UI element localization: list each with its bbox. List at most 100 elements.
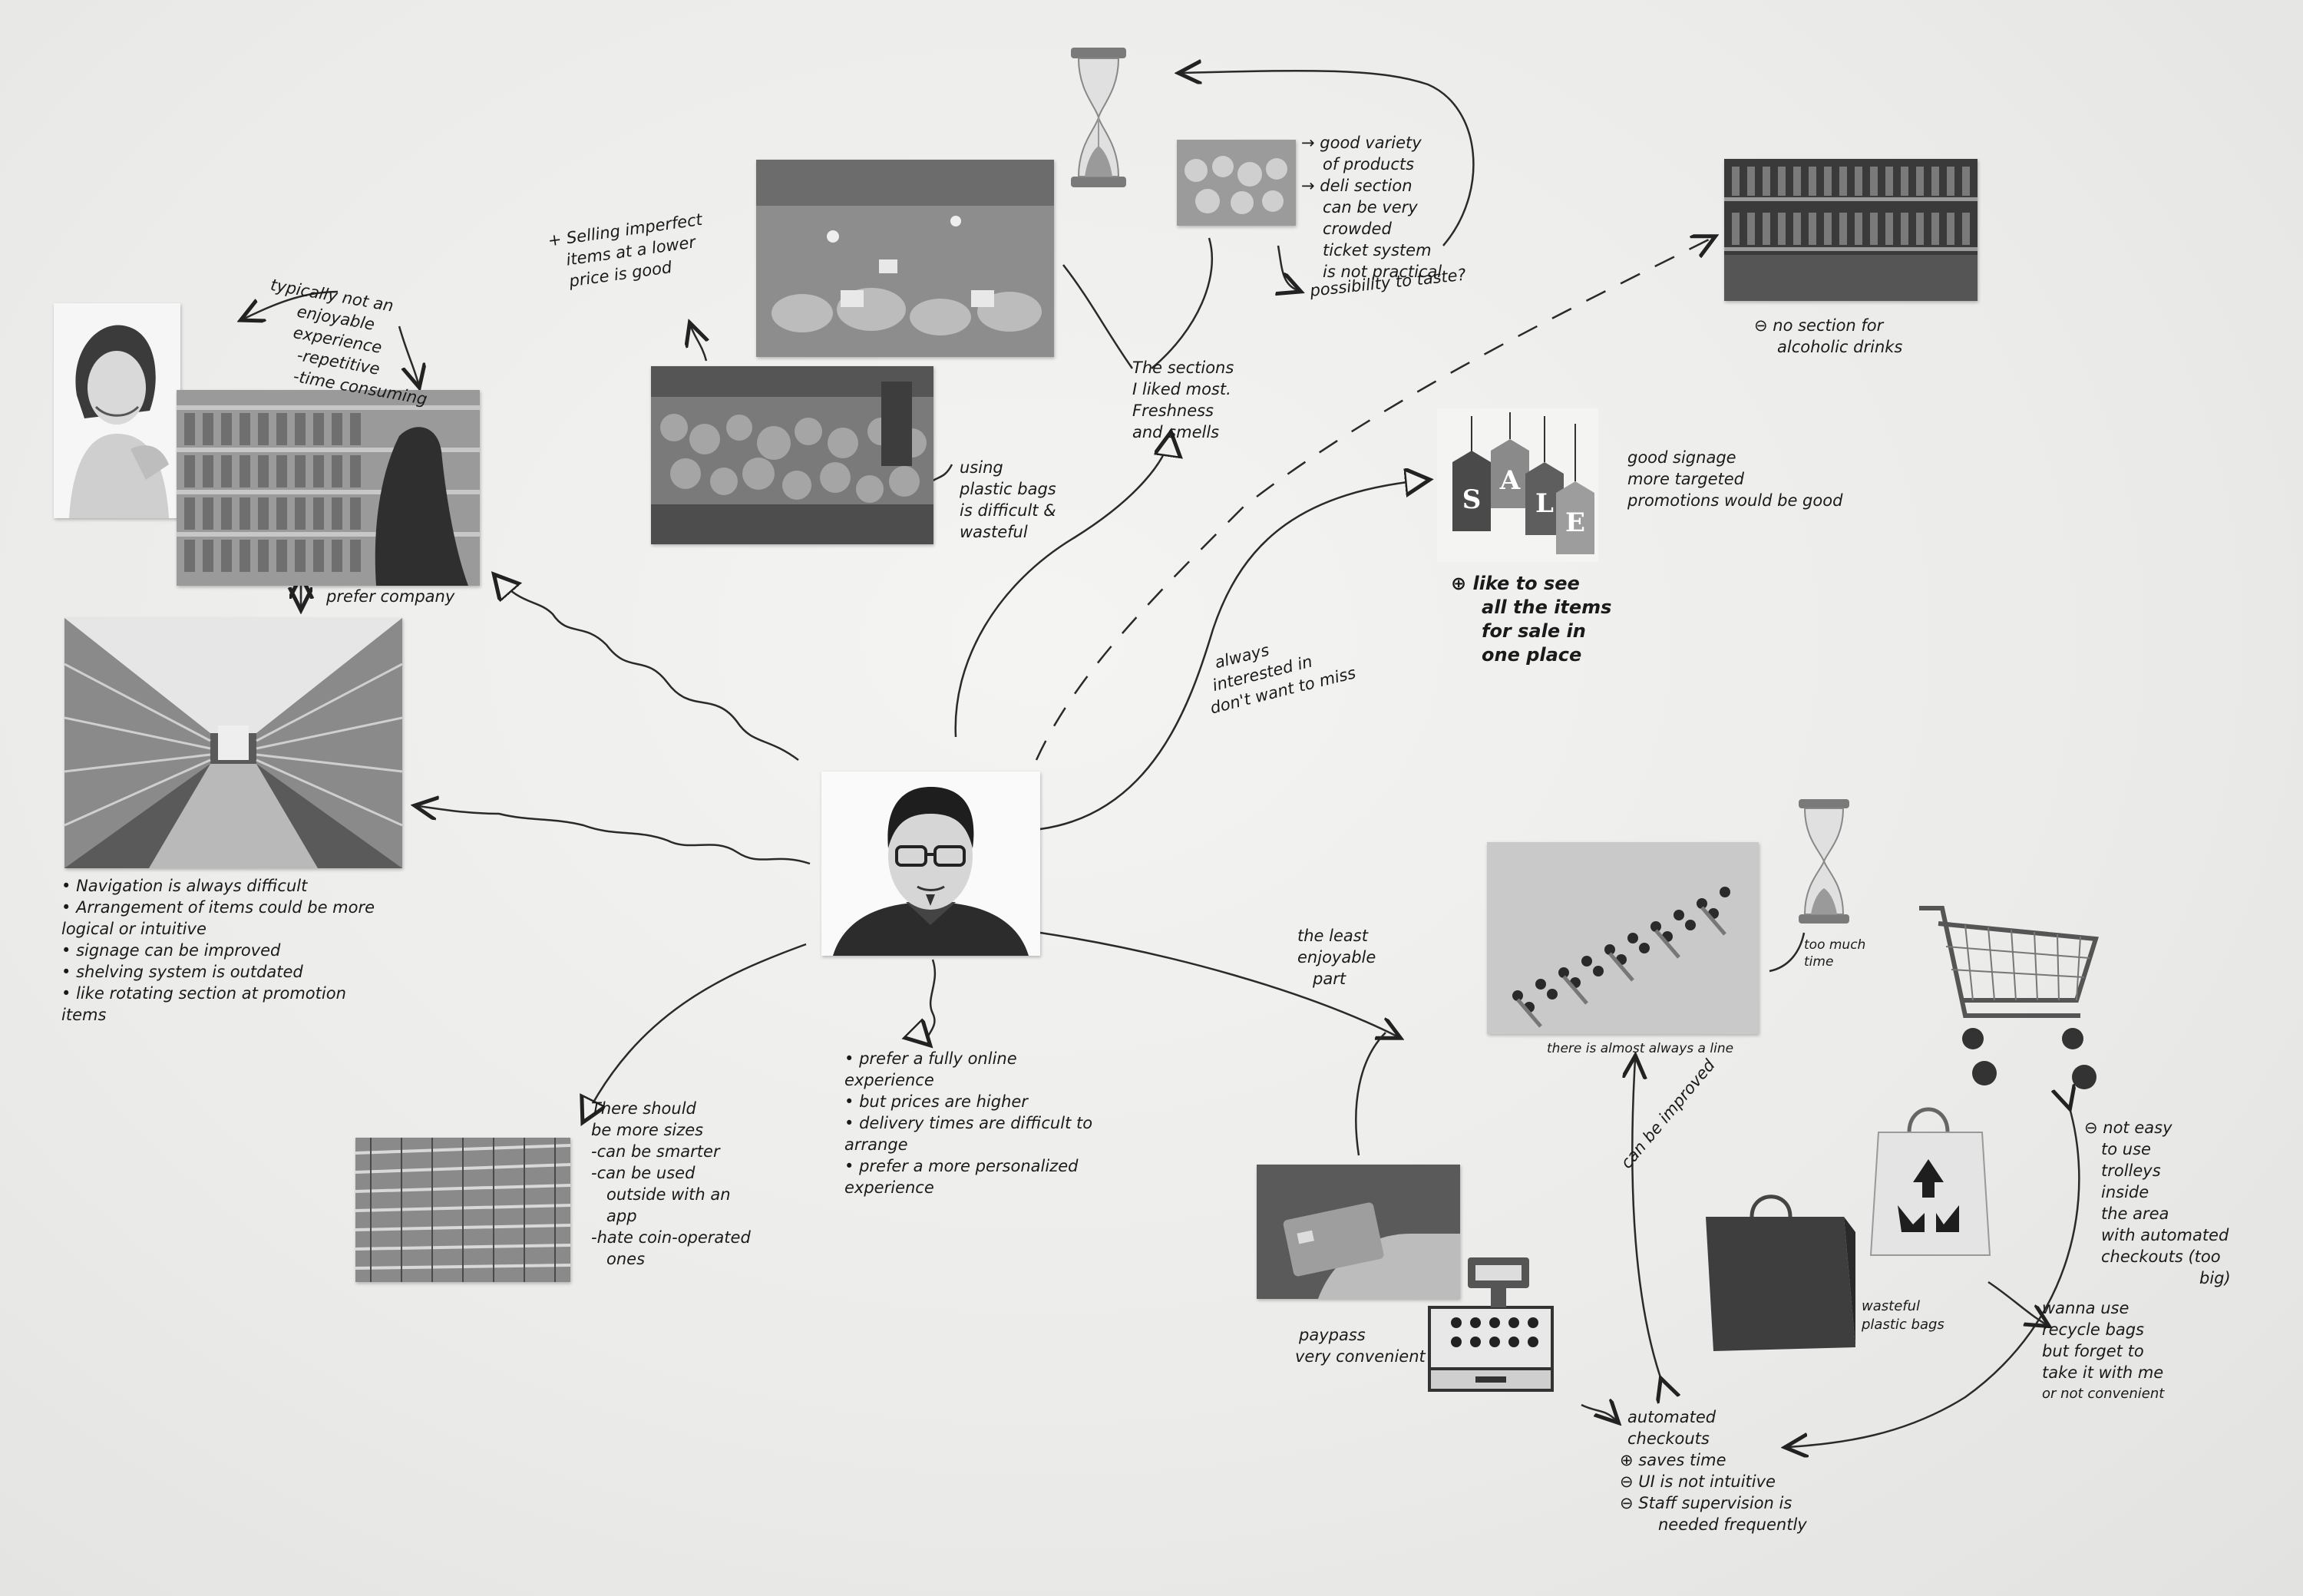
note-line: prefer a fully online experience [844,1048,1098,1091]
note-recycle-bags: wanna use recycle bags but forget to tak… [2042,1297,2242,1405]
note-line: be more sizes [591,1121,704,1139]
checkout-queue-photo [1487,842,1759,1034]
note-line: ⊕ saves time [1620,1451,1726,1469]
note-line: ⊖ not easy [2084,1119,2172,1137]
note-line: crowded [1323,220,1392,238]
produce-section-photo [651,366,933,544]
note-line: Arrangement of items could be more logic… [61,897,392,940]
note-line: checkouts (too [2101,1247,2221,1266]
note-line: wanna use [2042,1299,2130,1317]
note-line: → good variety [1301,134,1422,152]
note-line: inside [2101,1183,2149,1201]
note-line: part [1313,970,1346,988]
note-line: ⊖ Staff supervision is [1620,1494,1793,1512]
line-to-aisle-photo [418,806,811,865]
note-line: the area [2101,1204,2169,1223]
persona-avatar [821,772,1040,956]
line-register-checkouts [1581,1405,1616,1420]
note-line: paypass [1299,1326,1366,1344]
note-line: ⊕ like to see [1451,573,1580,594]
hourglass-top-icon [1065,45,1132,190]
store-aisle-photo [64,618,402,868]
line-girl-note [244,290,339,319]
note-line: like rotating section at promotion items [61,983,392,1026]
note-line: delivery times are difficult to arrange [844,1112,1098,1155]
note-line: → deli section [1301,177,1413,195]
line-to-alcohol-photo [1035,238,1712,761]
note-line: signage can be improved [61,940,392,961]
note-line: -can be used [591,1164,696,1182]
note-line: plastic bags [960,480,1056,498]
note-line: can be very [1323,198,1418,216]
sale-letter-l: L [1535,488,1554,519]
line-card-queue [1355,1032,1386,1156]
note-line: is not practical [1323,263,1442,281]
note-line: -can be smarter [591,1142,720,1161]
note-line: recycle bags [2042,1320,2144,1339]
deli-counter-photo [1177,140,1296,226]
note-line: time [1804,954,1834,970]
note-line: for sale in [1482,620,1586,642]
note-line: -hate coin-operated [591,1228,751,1247]
alcohol-shelves-photo [1724,159,1978,301]
note-line: checkouts [1627,1429,1710,1448]
line-to-trolley-note [583,943,807,1121]
note-line: too much [1804,937,1866,953]
stacked-trolleys-photo [355,1138,570,1282]
line-cart-checkouts [1789,1105,2080,1447]
shelves-shopper-photo [177,390,480,586]
note-line: the least [1297,927,1368,945]
note-least-enjoyable: the least enjoyable part [1297,925,1405,990]
note-line: all the items [1482,596,1612,618]
note-line: prefer a more personalized experience [844,1155,1098,1198]
line-to-online-note [927,959,937,1044]
line-recycle [1987,1280,2046,1324]
note-online-experience: prefer a fully online experience but pri… [844,1048,1098,1198]
note-alcohol-section: ⊖ no section for alcoholic drinks [1754,315,1969,358]
line-to-queue-photo [1039,931,1397,1036]
line-hourglass-loop [1182,71,1475,246]
note-favourite-sections: The sections I liked most. Freshness and… [1132,357,1286,443]
note-line: promotions would be good [1627,491,1843,510]
note-line: I liked most. [1132,380,1231,398]
shopping-bag-image [1698,1186,1859,1351]
cash-register-image [1422,1254,1560,1392]
note-line: ⊖ no section for [1754,316,1884,335]
line-girl-note-2 [398,325,418,384]
shopping-cart-image [1911,885,2111,1092]
note-line: more targeted [1627,470,1745,488]
smiling-girl-photo [54,303,180,518]
line-imperfect [691,326,706,362]
note-line: is difficult & [960,501,1056,520]
sale-letter-e: E [1565,507,1585,538]
line-checkouts-queue [1632,1059,1662,1382]
note-line: good signage [1627,448,1736,467]
note-line: take it with me [2042,1363,2164,1382]
line-to-sections-note [954,434,1171,738]
note-line: shelving system is outdated [61,961,392,983]
note-line: automated [1627,1408,1717,1426]
note-trolley-sizes: There should be more sizes -can be smart… [591,1098,791,1270]
note-too-much-time: too much time [1804,937,1896,970]
note-line: alcoholic drinks [1777,338,1903,356]
note-automated-checkouts: automated checkouts ⊕ saves time ⊖ UI is… [1620,1406,1850,1535]
note-line: to use [2101,1140,2151,1158]
note-line: trolleys [2101,1161,2161,1180]
note-paypass: paypass very convenient [1295,1324,1441,1367]
note-line: wasteful [960,523,1028,541]
note-trolleys-not-easy: ⊖ not easy to use trolleys inside the ar… [2084,1117,2268,1289]
sale-letter-a: A [1499,465,1521,496]
sale-letter-s: S [1462,484,1482,515]
note-line: app [606,1207,637,1225]
fruit-display-photo [756,160,1054,357]
note-line: Navigation is always difficult [61,875,392,897]
note-line: but forget to [2042,1342,2144,1360]
recycle-bag-image [1867,1098,1994,1257]
note-line: but prices are higher [844,1091,1098,1112]
note-line: using [960,458,1003,477]
note-line: ticket system [1323,241,1432,259]
note-line: big) [2199,1269,2231,1287]
note-always-a-line: there is almost always a line [1547,1041,1734,1056]
